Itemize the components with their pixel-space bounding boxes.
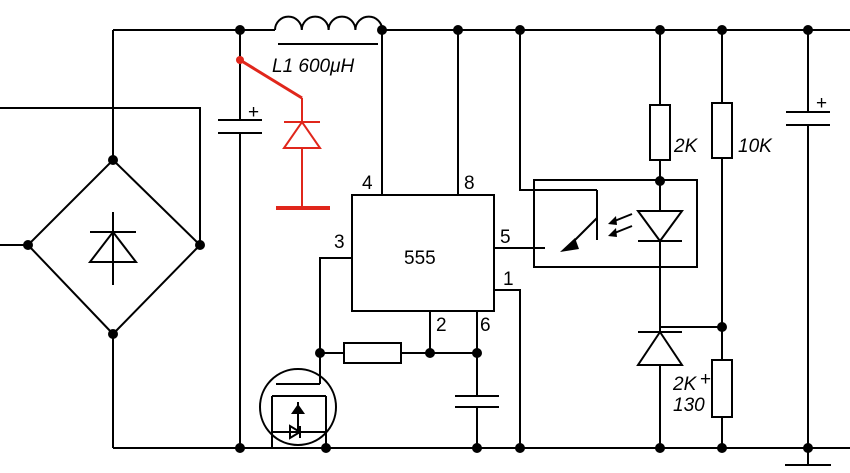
resistor-2k-130 (711, 359, 733, 418)
pin-8-label: 8 (464, 173, 475, 194)
timing-resistor (343, 342, 402, 364)
voltage-divider: 10K 2K + 130 (660, 25, 773, 453)
pin-5-label: 5 (500, 227, 511, 248)
bridge-top-node (108, 155, 118, 165)
bridge-rectifier (23, 30, 205, 448)
output-capacitor-polarity: + (816, 93, 827, 114)
pin-6-label: 6 (480, 315, 491, 336)
ic-555: 555 4 8 3 5 1 2 6 (319, 30, 545, 448)
inductor-l1: L1 600μH (272, 15, 384, 77)
output-capacitor: + (785, 25, 831, 466)
resistor-2k-label: 2K (673, 136, 699, 157)
resistor-10k (711, 102, 733, 159)
ac-input-wires (0, 107, 201, 246)
resistor-bottom-label-b: 130 (673, 395, 705, 416)
bridge-right-node (195, 240, 205, 250)
mosfet-switch (259, 353, 337, 453)
input-capacitor: + (218, 25, 262, 453)
pin-2-label: 2 (436, 315, 447, 336)
pin-4-label: 4 (362, 173, 373, 194)
optocoupler (515, 25, 698, 268)
timing-network (315, 342, 499, 453)
input-capacitor-polarity: + (248, 102, 259, 123)
pin-3-label: 3 (334, 232, 345, 253)
bridge-left-node (23, 240, 33, 250)
pin-1-label: 1 (503, 269, 514, 290)
junctions (377, 25, 525, 453)
inductor-label: L1 600μH (272, 56, 355, 77)
red-zener-addition (236, 56, 330, 210)
resistor-10k-label: 10K (738, 136, 773, 157)
trim-polarity: + (700, 369, 711, 390)
resistor-bottom-label-a: 2K (672, 374, 698, 395)
led-branch: 2K (636, 25, 699, 453)
bridge-bottom-node (108, 329, 118, 339)
resistor-2k-led (649, 104, 671, 161)
ic-label: 555 (404, 248, 436, 269)
